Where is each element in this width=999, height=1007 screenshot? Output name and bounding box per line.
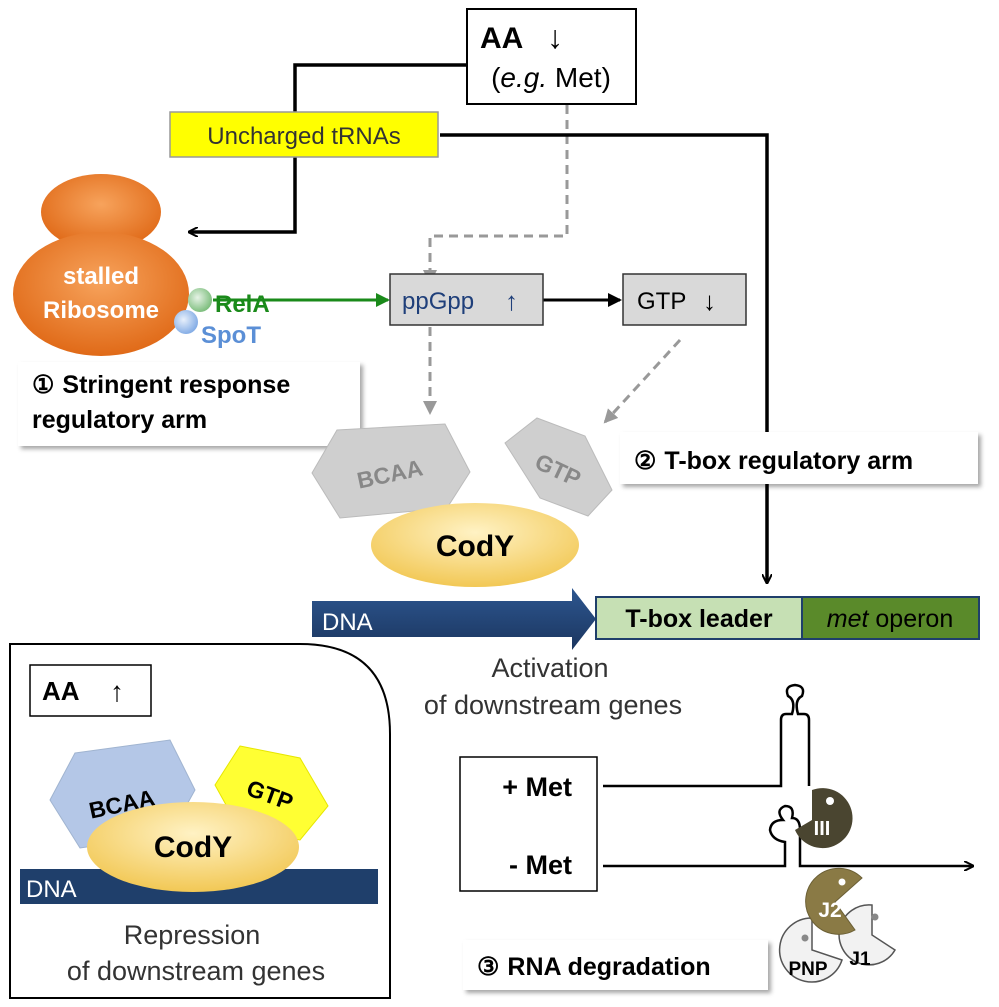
met-operon-label: met operon: [827, 605, 953, 633]
aa-box: AA ↓ (e.g. Met): [466, 8, 637, 105]
gtp-box: GTP ↓: [622, 273, 747, 326]
repression-line2: of downstream genes: [67, 956, 325, 986]
aa-example: (e.g. Met): [491, 62, 611, 93]
ppgpp-label: ppGpp: [402, 288, 474, 315]
met-conditions-box: + Met - Met: [459, 756, 598, 892]
dashed-aa-to-ppgpp: [423, 105, 569, 284]
rnase-j1-label: J1: [849, 949, 871, 970]
arrow-up-icon: ↑: [505, 286, 518, 316]
plus-met-label: + Met: [502, 772, 572, 802]
gtp-hexagon: GTP: [504, 417, 613, 517]
rela-label: RelA: [215, 291, 270, 318]
pnp-label: PNP: [788, 959, 827, 980]
ribosome-small-subunit: [41, 174, 161, 250]
rela-protein-icon: [188, 288, 212, 312]
activation-line1: Activation: [491, 653, 608, 683]
uncharged-trnas-label: Uncharged tRNAs: [207, 123, 400, 150]
gtp-label: GTP: [637, 288, 686, 315]
ribosome-large-subunit: [13, 232, 189, 356]
tbox-leader-label: T-box leader: [625, 605, 773, 633]
ribosome-line2: Ribosome: [43, 297, 159, 324]
ribosome-line1: stalled: [63, 263, 139, 290]
inset-cody: [87, 802, 299, 892]
dashed-gtp-to-gtphex: [603, 338, 682, 424]
rnase-iii-icon: III: [795, 788, 853, 849]
rnase-j2-icon: J2: [805, 867, 863, 935]
repression-inset: AA ↑ BCAA GTP DNA CodY Repression of dow…: [9, 643, 391, 999]
rnase-j2-label: J2: [818, 899, 841, 922]
cody-protein: CodY: [371, 503, 579, 587]
pnp-icon: PNP: [778, 917, 843, 983]
aa-label: AA: [480, 22, 523, 55]
inset-cody-label: CodY: [154, 831, 232, 864]
terminator-hairpin: [603, 683, 811, 788]
stalled-ribosome: stalled Ribosome RelA SpoT: [13, 174, 270, 356]
bcaa-hexagon: BCAA: [311, 423, 471, 519]
spot-label: SpoT: [201, 322, 261, 349]
arrow-down-icon: ↓: [703, 286, 716, 316]
inset-aa-label: AA: [42, 676, 80, 706]
activation-line2: of downstream genes: [424, 690, 682, 720]
minus-met-label: - Met: [509, 850, 572, 880]
spot-protein-icon: [174, 310, 198, 334]
rna-transcripts: [603, 683, 972, 866]
stringent-line2: regulatory arm: [32, 406, 207, 434]
uncharged-trnas-box: Uncharged tRNAs: [169, 111, 439, 158]
arrow-down-icon: ↓: [547, 19, 563, 55]
met-operon: met operon: [801, 596, 980, 640]
rnase-iii-label: III: [814, 818, 831, 840]
arrow-up-icon: ↑: [110, 676, 124, 707]
inset-dna-label: DNA: [26, 876, 77, 903]
antiterminator-transcript: [603, 804, 972, 866]
repression-line1: Repression: [124, 920, 261, 950]
ppgpp-box: ppGpp ↑: [389, 273, 544, 326]
dna-strand: DNA: [312, 588, 596, 650]
inset-aa-box: [29, 664, 152, 717]
cody-label: CodY: [436, 530, 514, 563]
tbox-leader: T-box leader: [595, 596, 803, 640]
dna-label: DNA: [322, 609, 373, 636]
rnase-j1-icon: J1: [838, 904, 897, 970]
